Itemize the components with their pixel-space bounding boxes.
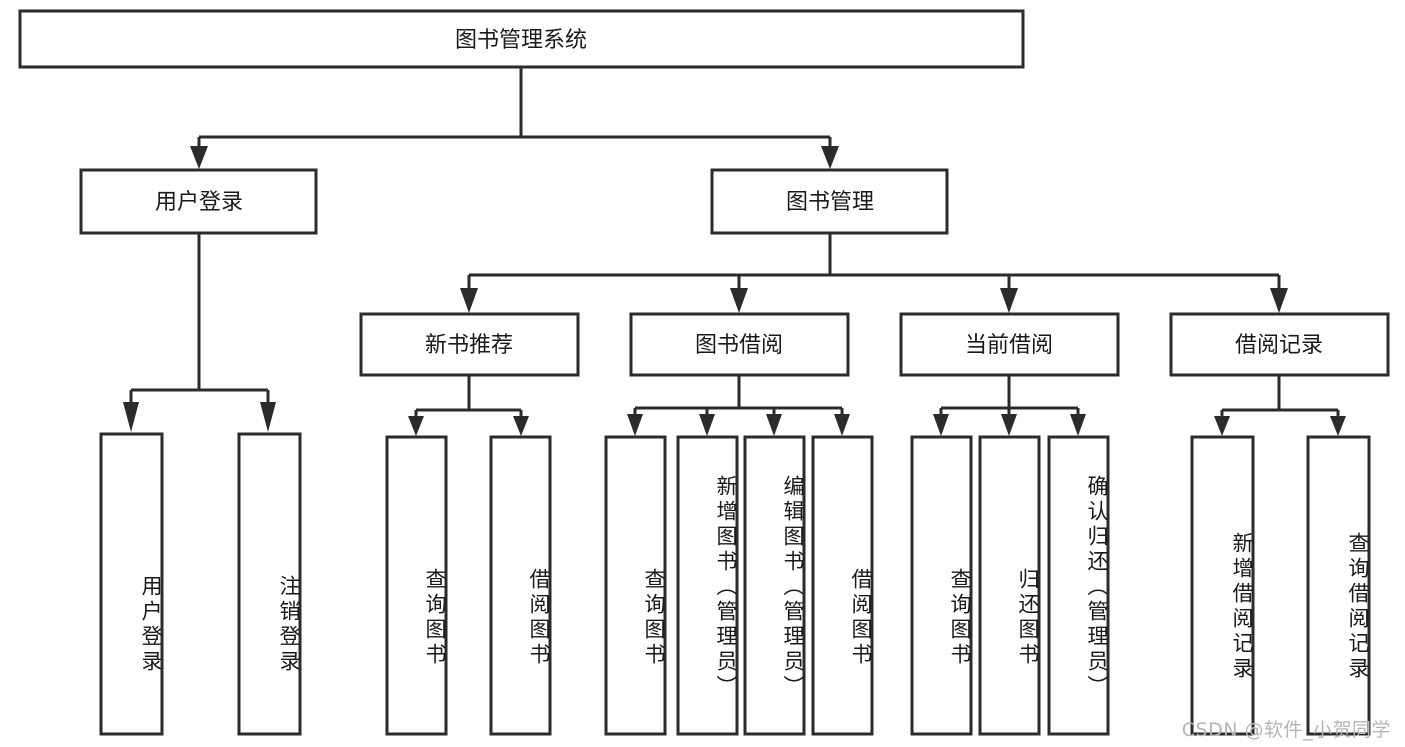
leaf-box-add-record[interactable] (1190, 435, 1255, 736)
arrow-head-leaf-add-record (1214, 416, 1230, 436)
leaf-box-query-books-1[interactable] (385, 435, 448, 736)
node-book-management-box[interactable] (710, 168, 949, 235)
connector-group-book-borrow (627, 375, 850, 436)
connector-group-user-login (123, 233, 276, 432)
arrow-head-leaf-borrow-books-1 (513, 416, 529, 436)
connector-group-new-books (408, 375, 529, 436)
leaf-box-borrow-books-1[interactable] (489, 435, 552, 736)
arrow-head-leaf-confirm-return (1070, 414, 1086, 436)
connector-group-borrow-record (1214, 375, 1346, 436)
connector-group-current-borrow (933, 375, 1086, 436)
arrow-head-leaf-logout (260, 402, 276, 432)
connector-group-book-mgmt (460, 233, 1288, 313)
node-current-borrow[interactable]: 当前借阅 (899, 312, 1120, 377)
leaf-box-logout[interactable] (237, 432, 302, 736)
node-borrow-record-box[interactable] (1169, 312, 1390, 377)
node-user-login-box[interactable] (79, 168, 318, 235)
node-borrow-record-label: 借阅记录 (1235, 333, 1323, 358)
leaf-box-return-book[interactable] (978, 435, 1041, 736)
arrow-head-leaf-query-books-3 (933, 414, 949, 436)
arrow-head-borrow-record (1270, 288, 1288, 313)
connector-group-root (190, 67, 839, 169)
leaf-box-edit-book[interactable] (743, 435, 806, 736)
leaf-box-user-login[interactable] (99, 432, 164, 736)
node-new-book-recommend[interactable]: 新书推荐 (359, 312, 580, 377)
node-book-borrow-label: 图书借阅 (695, 333, 783, 358)
arrow-head-new-books (460, 288, 478, 313)
arrow-head-current-borrow (1000, 288, 1018, 313)
leaf-box-confirm-return[interactable] (1047, 435, 1110, 736)
node-new-book-recommend-box[interactable] (359, 312, 580, 377)
leaf-box-query-books-2[interactable] (604, 435, 667, 736)
arrow-head-book-mgmt (821, 146, 839, 169)
arrow-head-leaf-edit-book (766, 414, 782, 436)
arrow-head-leaf-borrow-books-2 (834, 414, 850, 436)
node-book-management[interactable]: 图书管理 (710, 168, 949, 235)
node-current-borrow-box[interactable] (899, 312, 1120, 377)
arrow-head-leaf-user-login (123, 402, 139, 432)
arrow-head-user-login (190, 146, 208, 169)
leaf-box-add-book[interactable] (676, 435, 739, 736)
leaf-box-query-record[interactable] (1306, 435, 1371, 736)
arrow-head-book-borrow (730, 288, 748, 313)
arrow-head-leaf-add-book (699, 414, 715, 436)
arrow-head-leaf-query-record (1330, 416, 1346, 436)
node-current-borrow-label: 当前借阅 (965, 333, 1053, 358)
arrow-head-leaf-query-books-2 (627, 414, 643, 436)
node-new-book-recommend-label: 新书推荐 (425, 333, 513, 358)
node-root[interactable]: 图书管理系统 (18, 9, 1025, 69)
leaf-box-query-books-3[interactable] (910, 435, 973, 736)
watermark: CSDN @软件_小贺同学 (1181, 719, 1391, 741)
arrow-head-leaf-query-books-1 (408, 416, 424, 436)
node-book-borrow[interactable]: 图书借阅 (629, 312, 850, 377)
node-book-management-label: 图书管理 (786, 190, 874, 215)
node-user-login-label: 用户登录 (155, 190, 243, 215)
node-borrow-record[interactable]: 借阅记录 (1169, 312, 1390, 377)
arrow-head-leaf-return-book (1001, 414, 1017, 436)
node-root-label: 图书管理系统 (455, 28, 587, 53)
node-user-login[interactable]: 用户登录 (79, 168, 318, 235)
node-root-box[interactable] (18, 9, 1025, 69)
leaf-box-borrow-books-2[interactable] (811, 435, 874, 736)
node-book-borrow-box[interactable] (629, 312, 850, 377)
